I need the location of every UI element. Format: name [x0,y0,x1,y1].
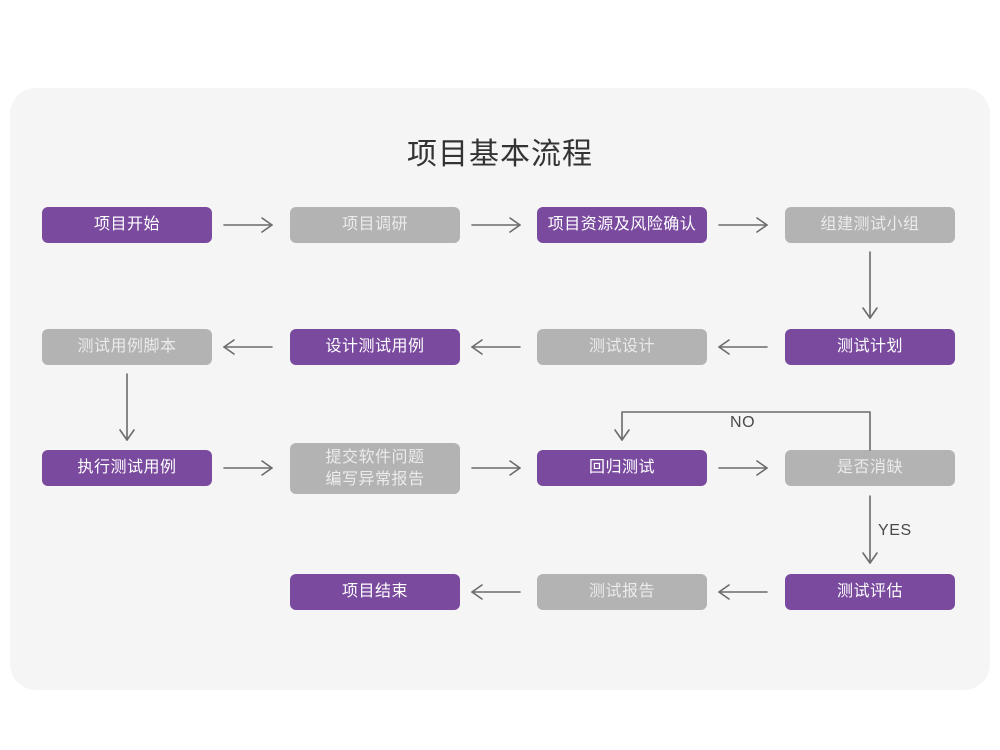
node-test-case-script[interactable]: 测试用例脚本 [42,329,212,365]
node-test-report[interactable]: 测试报告 [537,574,707,610]
page-title: 项目基本流程 [407,138,593,171]
node-test-design[interactable]: 测试设计 [537,329,707,365]
node-project-start[interactable]: 项目开始 [42,207,212,243]
edge-label-yes: YES [878,522,912,539]
edge-label-no: NO [730,414,756,431]
node-defect-resolved[interactable]: 是否消缺 [785,450,955,486]
node-resource-risk-confirm[interactable]: 项目资源及风险确认 [537,207,707,243]
node-test-plan[interactable]: 测试计划 [785,329,955,365]
node-build-test-team[interactable]: 组建测试小组 [785,207,955,243]
node-test-evaluation[interactable]: 测试评估 [785,574,955,610]
node-regression-test[interactable]: 回归测试 [537,450,707,486]
node-project-end[interactable]: 项目结束 [290,574,460,610]
node-submit-issue-report[interactable]: 提交软件问题 编写异常报告 [290,443,460,494]
node-project-research[interactable]: 项目调研 [290,207,460,243]
node-design-test-case[interactable]: 设计测试用例 [290,329,460,365]
node-execute-test-case[interactable]: 执行测试用例 [42,450,212,486]
